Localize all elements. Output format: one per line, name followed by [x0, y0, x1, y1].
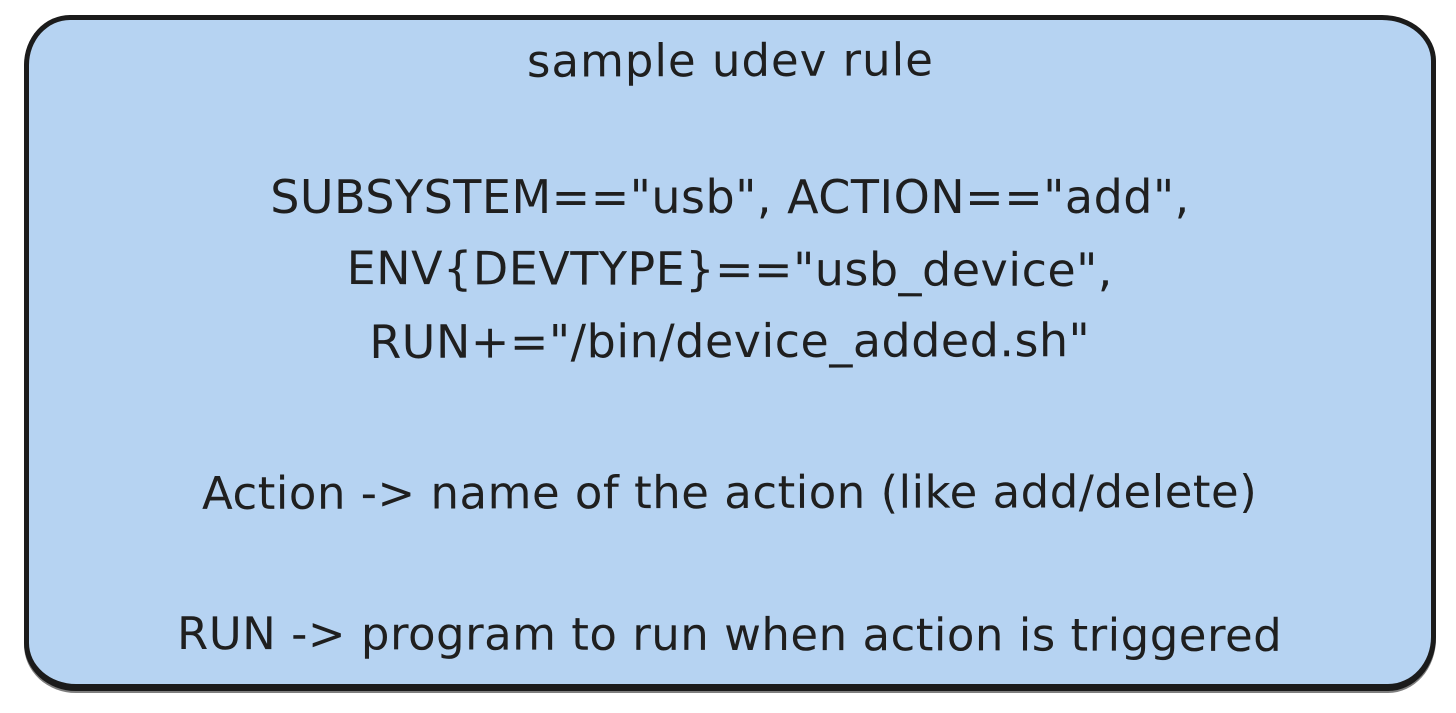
rule-line-run-script: RUN+="/bin/device_added.sh" — [369, 313, 1091, 369]
rule-line-env-devtype: ENV{DEVTYPE}=="usb_device", — [346, 240, 1114, 298]
action-explanation-note: Action -> name of the action (like add/d… — [202, 465, 1258, 520]
card-title: sample udev rule — [526, 33, 934, 88]
rule-line-subsystem-action: SUBSYSTEM=="usb", ACTION=="add", — [270, 170, 1190, 224]
udev-rule-code: SUBSYSTEM=="usb", ACTION=="add", ENV{DEV… — [270, 161, 1190, 377]
udev-rule-card: sample udev rule SUBSYSTEM=="usb", ACTIO… — [24, 15, 1436, 691]
run-explanation-note: RUN -> program to run when action is tri… — [177, 607, 1283, 662]
